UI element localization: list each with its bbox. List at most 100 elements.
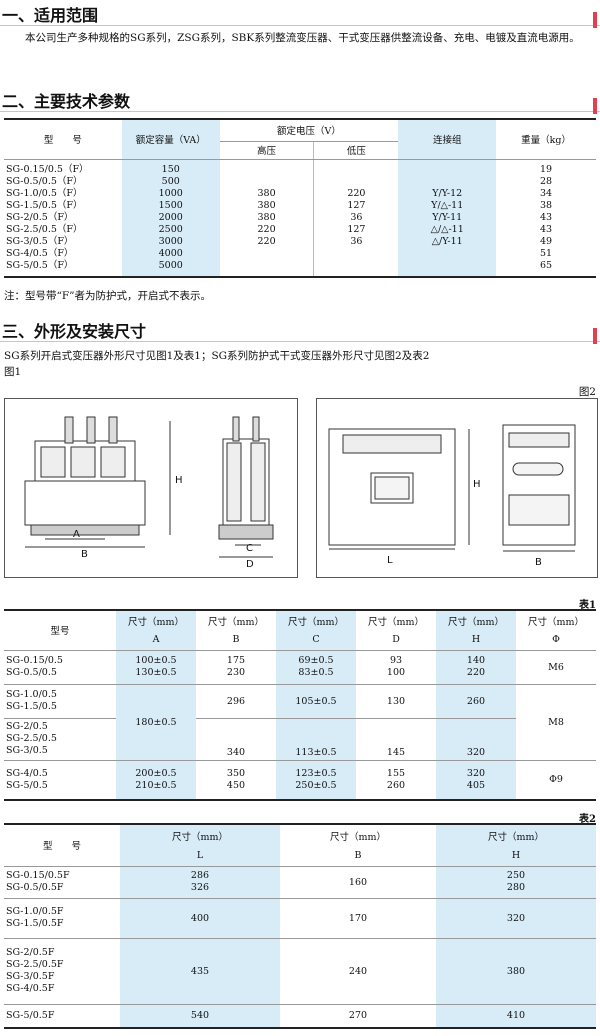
capacity-item: 500 <box>161 175 180 187</box>
tech-params-table: 型 号 额定容量（VA） 额定电压（V） 连接组 重量（kg） 高压 低压 SG… <box>4 118 596 278</box>
capacity-item: 1000 <box>158 187 183 199</box>
coil-body <box>24 480 146 526</box>
model-item: SG-4/0.5（F） <box>6 247 74 259</box>
model-item: SG-2.5/0.5（F） <box>6 223 83 235</box>
value-item: 220 <box>466 667 486 678</box>
t1-th-dim: 尺寸（mm） <box>116 610 196 630</box>
low-item: 127 <box>347 199 366 211</box>
model-item: SG-5/0.5 <box>6 779 48 791</box>
t1-g2-b: 296 <box>196 684 276 719</box>
value-item: 320 <box>466 767 486 779</box>
t2-g3-b: 240 <box>280 938 436 1005</box>
section3-title: 三、外形及安装尺寸 <box>2 322 147 341</box>
weight-item: 49 <box>540 235 553 247</box>
t2-th-dim: 尺寸（mm） <box>120 824 280 846</box>
model-item: SG-4/0.5F <box>6 983 55 994</box>
value-item: 93 <box>389 655 403 666</box>
transformer-enclosed-drawing: L H B <box>328 424 576 568</box>
low-item: 36 <box>350 211 363 223</box>
value-item: 286 <box>190 870 210 881</box>
t2-th-dim: 尺寸（mm） <box>436 824 596 846</box>
value-item: 100 <box>386 667 406 678</box>
weight-item: 28 <box>540 175 553 187</box>
th-low: 低压 <box>313 141 399 160</box>
t2-g3-h: 380 <box>436 938 596 1005</box>
dim-l: L <box>387 555 393 566</box>
t1-th-dim: 尺寸（mm） <box>436 610 516 630</box>
dimensions-table1: 型号 尺寸（mm） 尺寸（mm） 尺寸（mm） 尺寸（mm） 尺寸（mm） 尺寸… <box>4 609 596 801</box>
connection-item: △/△-11 <box>430 223 464 235</box>
heading-accent-mark <box>593 12 597 28</box>
t1-col-h: H <box>436 630 516 651</box>
section2-note: 注：型号带“F”者为防护式，开启式不表示。 <box>4 290 212 302</box>
dim-b2: B <box>535 557 542 568</box>
t2-g1-b: 160 <box>280 866 436 899</box>
weight-item: 65 <box>540 259 553 271</box>
weight-list: 19 28 34 38 43 43 49 51 65 <box>496 159 596 277</box>
t1-g3-d: 145 <box>356 718 436 761</box>
model-item: SG-5/0.5（F） <box>6 259 74 271</box>
capacity-item: 2000 <box>158 211 183 223</box>
t2-g2-l: 400 <box>120 898 280 939</box>
transformer-open-drawing: A B H C D <box>24 416 274 570</box>
t1-g4-phi: Φ9 <box>549 774 563 786</box>
dim-h: H <box>175 475 183 486</box>
model-item: SG-3/0.5（F） <box>6 235 74 247</box>
value-item: 155 <box>386 767 406 779</box>
value-item: 250±0.5 <box>295 779 337 791</box>
t2-col-h: H <box>436 846 596 867</box>
t1-col-c: C <box>276 630 356 651</box>
t1-g23-phi: M8 <box>516 684 596 761</box>
value-item: 123±0.5 <box>295 767 337 779</box>
capacity-item: 1500 <box>158 199 183 211</box>
connection-item: △/Y-11 <box>431 235 463 247</box>
t2-g4-l: 540 <box>120 1004 280 1028</box>
capacity-item: 5000 <box>158 259 183 271</box>
t2-col-b: B <box>280 846 436 867</box>
t1-th-dim: 尺寸（mm） <box>367 616 425 628</box>
model-item: SG-1.5/0.5（F） <box>6 199 83 211</box>
t2-g4-model: SG-5/0.5F <box>6 1010 55 1022</box>
t2-col-l: L <box>120 846 280 867</box>
high-item: 220 <box>257 235 276 247</box>
model-item: SG-0.5/0.5F <box>6 882 64 893</box>
model-item: SG-1.0/0.5 <box>6 689 57 700</box>
t2-g4-h: 410 <box>436 1004 596 1028</box>
model-item: SG-0.15/0.5F <box>6 870 70 881</box>
t1-g1-phi: M6 <box>516 650 596 685</box>
th-capacity: 额定容量（VA） <box>121 119 220 160</box>
value-item: 405 <box>466 779 486 791</box>
connection-item: Y/Y-11 <box>432 211 463 223</box>
dim-d: D <box>246 559 254 570</box>
connection-item: Y/△-11 <box>431 199 464 211</box>
model-item: SG-1.0/0.5F <box>6 906 64 917</box>
model-list: SG-0.15/0.5（F） SG-0.5/0.5（F） SG-1.0/0.5（… <box>4 159 122 277</box>
heading-rule <box>0 25 600 26</box>
dim-b: B <box>81 549 88 560</box>
t1-g3-h: 320 <box>436 718 516 761</box>
t1-g23-a: 180±0.5 <box>116 684 196 761</box>
capacity-item: 3000 <box>158 235 183 247</box>
weight-item: 51 <box>540 247 553 259</box>
value-item: 100±0.5 <box>135 655 177 666</box>
t2-th-model: 型 号 <box>4 824 120 867</box>
connection-list: Y/Y-12 Y/△-11 Y/Y-11 △/△-11 △/Y-11 <box>398 159 497 277</box>
value-item: 230 <box>226 667 246 678</box>
value-item: 450 <box>226 779 246 791</box>
low-voltage-list: 220 127 36 127 36 <box>314 159 398 277</box>
value-item: 83±0.5 <box>298 667 334 678</box>
th-voltage: 额定电压（V） <box>219 119 399 142</box>
model-item: SG-3/0.5 <box>6 745 48 756</box>
th-weight: 重量（kg） <box>496 119 596 160</box>
